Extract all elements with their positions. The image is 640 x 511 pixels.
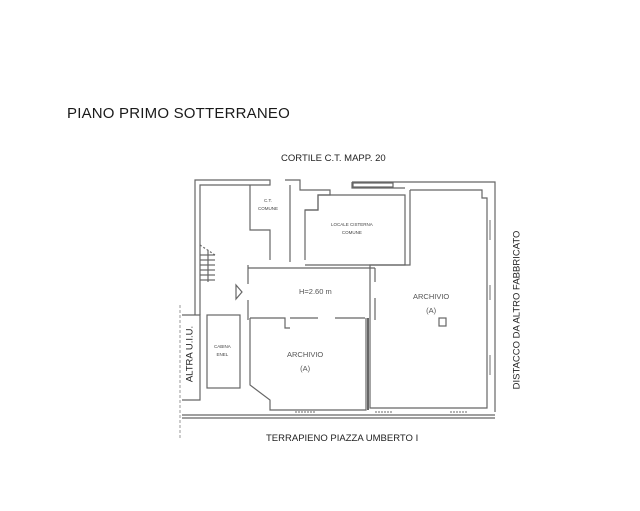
wall-archivio-right xyxy=(369,189,488,409)
wall-ct-left xyxy=(249,185,271,260)
boundary-label-top: CORTILE C.T. MAPP. 20 xyxy=(281,153,386,164)
wall-top-right xyxy=(352,181,496,412)
wall-cabina-enel xyxy=(206,314,241,389)
room-label-ct-comune: C.T.COMUNE xyxy=(258,198,278,211)
room-label-archivio-left: ARCHIVIO(A) xyxy=(287,350,324,373)
stairs-icon xyxy=(199,244,216,282)
drawing-title: PIANO PRIMO SOTTERRANEO xyxy=(67,105,290,122)
wall-ct-right xyxy=(285,179,331,260)
boundary-label-bottom: TERRAPIENO PIAZZA UMBERTO I xyxy=(266,433,419,444)
room-label-height: H=2.60 m xyxy=(299,287,332,296)
wall-top-left xyxy=(194,179,271,315)
wall-archivio-left xyxy=(249,318,367,411)
room-label-archivio-right: ARCHIVIO(A) xyxy=(413,292,450,315)
pillar-icon xyxy=(438,317,447,327)
entrance-arrow-icon xyxy=(235,283,243,301)
